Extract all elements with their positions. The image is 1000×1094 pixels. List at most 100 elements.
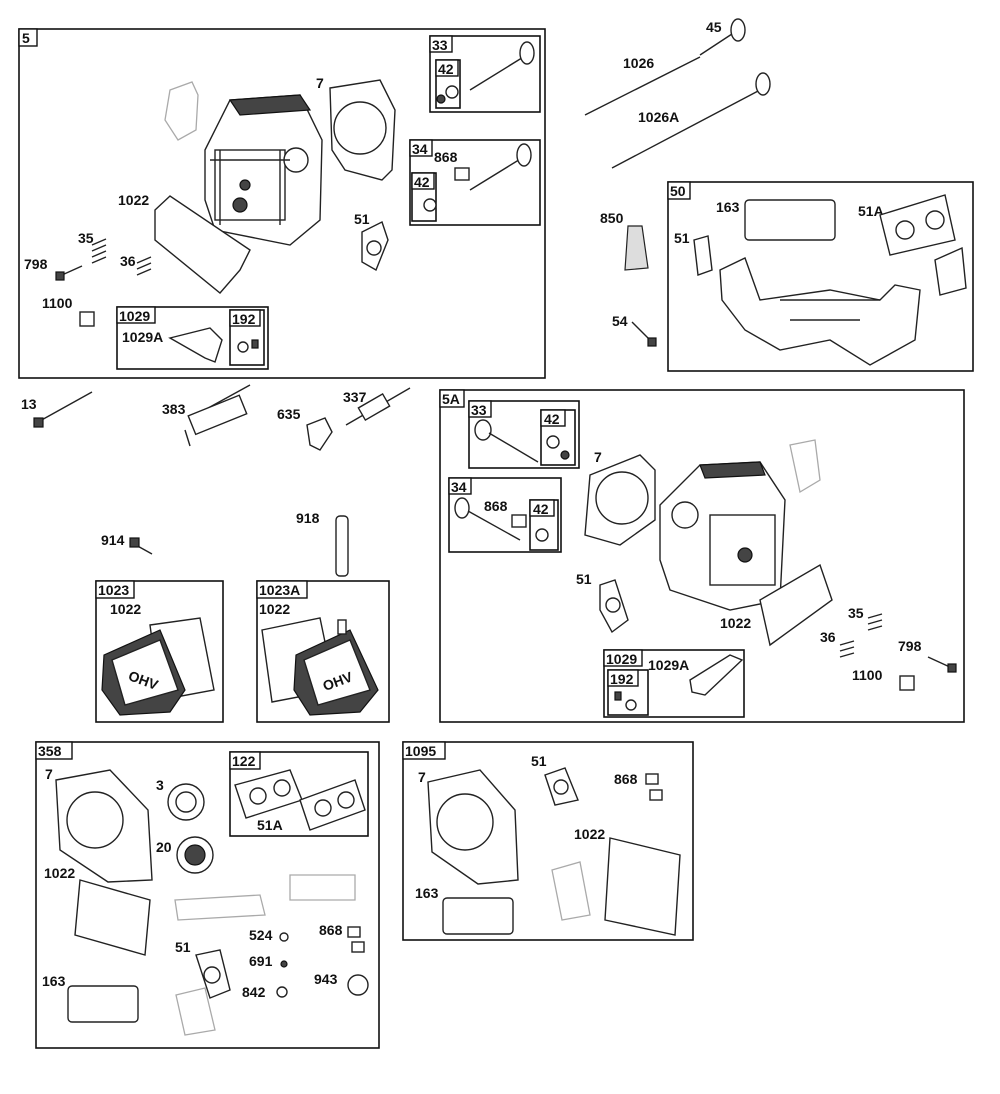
group-1029-tag[interactable]: 1029	[606, 651, 637, 667]
valve-34-drawing[interactable]	[469, 157, 523, 191]
group-358-tag[interactable]: 358	[38, 743, 62, 759]
pushrod-1026A-drawing[interactable]	[611, 89, 761, 169]
pushrod-area: 45 1026 1026A	[584, 18, 771, 169]
valve-spring-36-drawing[interactable]	[839, 640, 855, 658]
group-33-tag[interactable]: 33	[471, 402, 487, 418]
label-51: 51	[354, 211, 370, 227]
o-ring-524-drawing[interactable]	[279, 932, 289, 942]
breather-383-drawing[interactable]	[184, 384, 251, 447]
label-1029A: 1029A	[648, 657, 689, 673]
rocker-arm-drawing[interactable]	[689, 654, 744, 696]
valve-spring-35-drawing[interactable]	[91, 238, 107, 264]
label-850: 850	[600, 210, 624, 226]
spark-plug-boot-635-drawing[interactable]	[306, 417, 333, 451]
nut-1100-drawing[interactable]	[899, 675, 915, 691]
label-163: 163	[42, 973, 66, 989]
valve-cover-gasket-drawing[interactable]	[154, 195, 251, 294]
valve-cover-gasket-drawing[interactable]	[604, 837, 681, 936]
label-943: 943	[314, 971, 338, 987]
valve-guide-868-drawing[interactable]	[645, 773, 659, 785]
valve-cover-1023-drawing[interactable]: OHV	[101, 629, 186, 716]
cylinder-head-drawing[interactable]	[659, 461, 786, 611]
label-51A: 51A	[858, 203, 884, 219]
label-36: 36	[120, 253, 136, 269]
o-ring-691-drawing[interactable]	[280, 960, 288, 968]
label-1100: 1100	[852, 667, 883, 683]
o-ring-842-drawing[interactable]	[276, 986, 288, 998]
group-1023-tag[interactable]: 1023	[98, 582, 129, 598]
bolt-13-drawing[interactable]	[37, 391, 93, 423]
group-42-tag[interactable]: 42	[533, 501, 549, 517]
sealant-850: 850	[600, 210, 649, 271]
label-918: 918	[296, 510, 320, 526]
tube-918-drawing[interactable]	[335, 515, 349, 577]
label-383: 383	[162, 401, 186, 417]
label-7: 7	[45, 766, 53, 782]
sealant-tube-drawing[interactable]	[624, 225, 649, 271]
label-842: 842	[242, 984, 266, 1000]
group-34-tag[interactable]: 34	[451, 479, 467, 495]
label-163: 163	[415, 885, 439, 901]
label-163: 163	[716, 199, 740, 215]
valve-33-drawing[interactable]	[488, 432, 539, 463]
label-868: 868	[614, 771, 638, 787]
rocker-arm-drawing[interactable]	[168, 327, 223, 363]
group-42-tag[interactable]: 42	[438, 61, 454, 77]
group-5-tag[interactable]: 5	[22, 30, 30, 46]
nut-1100-drawing[interactable]	[79, 311, 95, 327]
label-1026A: 1026A	[638, 109, 679, 125]
label-35: 35	[78, 230, 94, 246]
gasket-51A-drawing[interactable]	[879, 194, 956, 256]
label-1022: 1022	[118, 192, 149, 208]
label-1022: 1022	[574, 826, 605, 842]
valve-cover-gasket-drawing[interactable]	[759, 563, 833, 647]
valve-34-drawing[interactable]	[467, 510, 521, 541]
pushrod-1026-drawing[interactable]	[584, 56, 701, 116]
gasket-122-drawing[interactable]	[234, 769, 303, 819]
label-798: 798	[24, 256, 48, 272]
valve-spring-35-drawing[interactable]	[867, 613, 883, 631]
gasket-163-drawing[interactable]	[67, 985, 139, 1023]
screw-798-drawing[interactable]	[61, 265, 83, 276]
label-3: 3	[156, 777, 164, 793]
spark-plug-337-drawing[interactable]	[345, 387, 411, 426]
group-1095-tag[interactable]: 1095	[405, 743, 436, 759]
group-50-tag[interactable]: 50	[670, 183, 686, 199]
label-45: 45	[706, 19, 722, 35]
group-42-tag[interactable]: 42	[544, 411, 560, 427]
group-122-tag[interactable]: 122	[232, 753, 256, 769]
group-192-tag[interactable]: 192	[610, 671, 634, 687]
label-1026: 1026	[623, 55, 654, 71]
valve-33-drawing[interactable]	[469, 55, 526, 91]
group-358: 358 7 3 20 122 51A 1022 524 868 691 51 9…	[35, 741, 380, 1049]
group-5A-tag[interactable]: 5A	[442, 391, 460, 407]
group-42-tag[interactable]: 42	[414, 174, 430, 190]
valve-cover-gasket-drawing[interactable]	[74, 879, 151, 956]
group-192-tag[interactable]: 192	[232, 311, 256, 327]
group-34-tag[interactable]: 34	[412, 141, 428, 157]
o-ring-943-drawing[interactable]	[347, 974, 369, 996]
cylinder-head-drawing[interactable]	[204, 94, 323, 246]
valve-guide-868-drawing[interactable]	[347, 926, 361, 938]
valve-guide-868-drawing[interactable]	[454, 167, 470, 181]
group-1023A-tag[interactable]: 1023A	[259, 582, 300, 598]
gasket-163-drawing[interactable]	[442, 897, 514, 935]
valve-guide-868-drawing[interactable]	[511, 514, 527, 528]
intake-manifold-drawing[interactable]	[719, 257, 921, 366]
label-51: 51	[175, 939, 191, 955]
gasket-163-drawing[interactable]	[744, 199, 836, 241]
group-50: 50 163 51A 51	[667, 181, 974, 372]
label-868: 868	[484, 498, 508, 514]
valve-cover-1023A-drawing[interactable]: OHV	[293, 619, 379, 716]
label-337: 337	[343, 389, 367, 405]
group-33-tag[interactable]: 33	[432, 37, 448, 53]
valve-45-drawing[interactable]	[699, 31, 736, 56]
label-1022: 1022	[44, 865, 75, 881]
group-1095: 1095 7 51 868 1022 163	[402, 741, 694, 941]
label-54: 54	[612, 313, 628, 329]
label-7: 7	[594, 449, 602, 465]
group-1029-tag[interactable]: 1029	[119, 308, 150, 324]
valve-spring-36-drawing[interactable]	[136, 256, 152, 276]
label-524: 524	[249, 927, 273, 943]
